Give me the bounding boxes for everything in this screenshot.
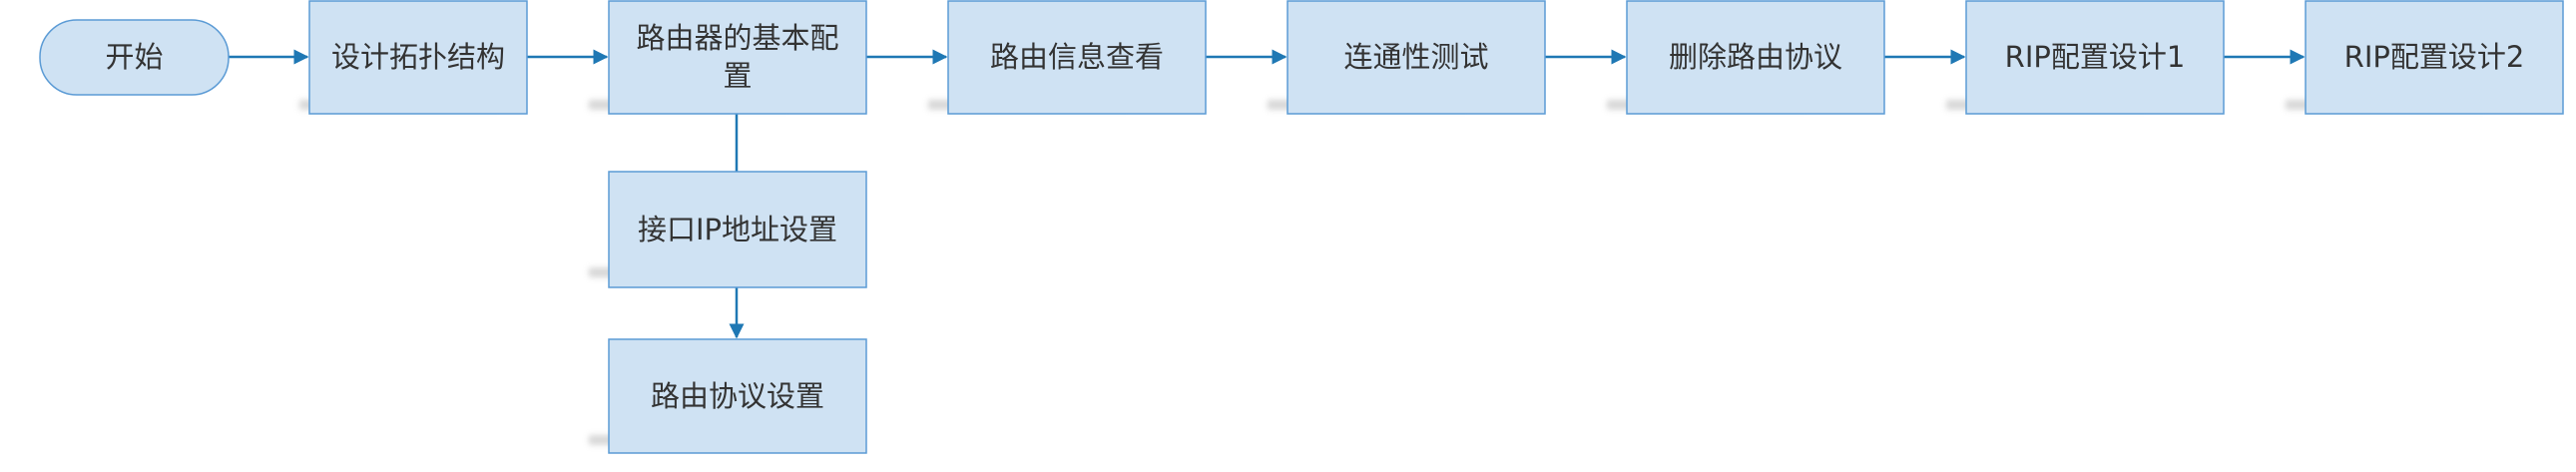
node-design-topology-shape (308, 0, 528, 115)
node-connectivity-test-shape (1287, 0, 1546, 115)
node-rip-config-design-2: RIP配置设计2 (2305, 0, 2564, 115)
edges (229, 49, 2306, 339)
node-rip-config-design-2-label: RIP配置设计2 (2344, 40, 2525, 74)
node-rip-config-design-2-shape (2305, 0, 2564, 115)
node-routing-protocol-config: 路由协议设置 (608, 338, 867, 454)
node-router-basic-config: 路由器的基本配 置 (608, 0, 867, 115)
node-delete-routing-protocol-shape (1626, 0, 1885, 115)
node-route-info-view: 路由信息查看 (947, 0, 1207, 115)
node-delete-routing-protocol-label: 删除路由协议 (1669, 40, 1842, 74)
node-start: 开始 (39, 19, 230, 96)
node-routing-protocol-config-shape (608, 338, 867, 454)
node-interface-ip-config-label: 接口IP地址设置 (638, 213, 837, 246)
node-connectivity-test-label: 连通性测试 (1343, 40, 1488, 74)
node-design-topology: 设计拓扑结构 (308, 0, 528, 115)
node-start-shape (39, 19, 230, 96)
node-interface-ip-config-shape (608, 171, 867, 288)
node-routing-protocol-config-label: 路由协议设置 (651, 379, 824, 413)
node-route-info-view-label: 路由信息查看 (990, 40, 1164, 74)
node-rip-config-design-1: RIP配置设计1 (1965, 0, 2225, 115)
node-router-basic-config-label-line2: 置 (723, 59, 752, 93)
node-design-topology-label: 设计拓扑结构 (331, 40, 505, 74)
node-rip-config-design-1-label: RIP配置设计1 (2005, 40, 2186, 74)
node-router-basic-config-label-line1: 路由器的基本配 (636, 21, 838, 55)
node-route-info-view-shape (947, 0, 1207, 115)
node-connectivity-test: 连通性测试 (1287, 0, 1546, 115)
node-router-basic-config-shape (608, 0, 867, 115)
node-interface-ip-config: 接口IP地址设置 (608, 171, 867, 288)
node-rip-config-design-1-shape (1965, 0, 2225, 115)
node-delete-routing-protocol: 删除路由协议 (1626, 0, 1885, 115)
node-start-label: 开始 (105, 40, 163, 74)
